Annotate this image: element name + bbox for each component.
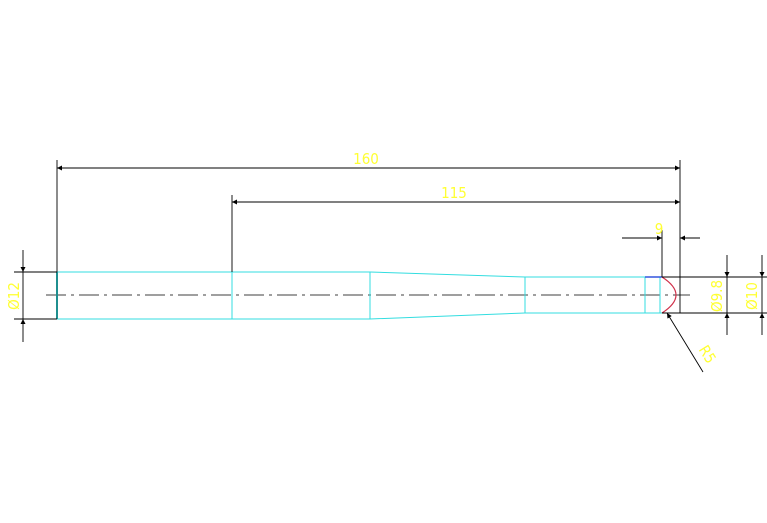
dim-right-diameter-inner: Ø9.8 [662,255,735,335]
dim-partial-length-text: 115 [441,184,467,202]
dim-right-diameter-inner-text: Ø9.8 [708,280,726,312]
dim-left-diameter-text: Ø12 [5,282,23,310]
tip-arc [661,276,677,314]
dim-right-diameter-outer: Ø10 [735,255,767,335]
shaft-outline [56,271,662,320]
drawing-paper [0,148,767,370]
dim-right-diameter-outer-text: Ø10 [743,282,761,310]
dim-partial-length: 115 [231,184,680,272]
dim-left-diameter: Ø12 [5,250,57,342]
dim-tip-length: 9 [622,220,700,277]
dim-tip-length-text: 9 [655,220,664,238]
dim-overall-length-text: 160 [353,150,379,168]
